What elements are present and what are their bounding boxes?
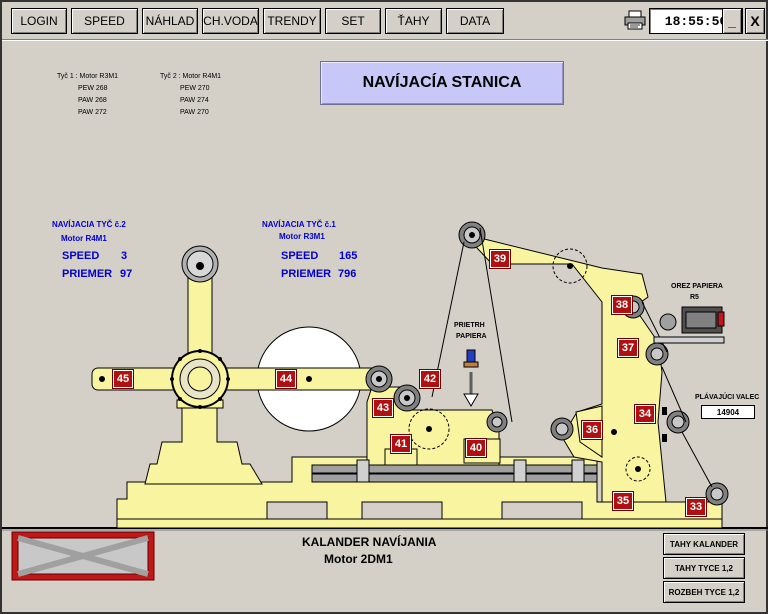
marker-41[interactable]: 41 <box>390 434 412 454</box>
marker-43[interactable]: 43 <box>372 398 394 418</box>
rod-startup-button[interactable]: ROZBEH TYCE 1,2 <box>663 581 745 603</box>
rod1-paw-2: PAW 272 <box>78 109 107 116</box>
floating-roll-label: PLÁVAJÚCI VALEC <box>695 394 760 401</box>
calender-title: KALANDER NAVÍJANIA <box>302 535 437 549</box>
rod2-title: NAVÍJACIA TYČ č.2 <box>52 220 126 229</box>
rod2-pew: PEW 270 <box>180 85 210 92</box>
rod2-paw-1: PAW 274 <box>180 97 209 104</box>
calender-motor: Motor 2DM1 <box>324 552 393 566</box>
data-button[interactable]: DATA <box>446 8 504 34</box>
trim-sublabel: R5 <box>690 294 699 301</box>
rod1-motor-header: Tyč 1 : Motor R3M1 <box>57 73 119 80</box>
minimize-button[interactable]: _ <box>722 8 742 34</box>
rod2-diameter-value: 97 <box>120 268 133 280</box>
cooling-water-button[interactable]: CH.VODA <box>202 8 259 34</box>
rod1-motor: Motor R3M1 <box>279 232 325 241</box>
close-button[interactable]: X <box>745 8 765 34</box>
rod1-title: NAVÍJACIA TYČ č.1 <box>262 220 336 229</box>
speed-button[interactable]: SPEED <box>71 8 138 34</box>
paper-break-label-2: PAPIERA <box>456 333 487 340</box>
login-button[interactable]: LOGIN <box>11 8 67 34</box>
toolbar-divider <box>2 39 768 41</box>
trends-button[interactable]: TRENDY <box>263 8 321 34</box>
marker-33[interactable]: 33 <box>685 497 707 517</box>
calender-tensions-button[interactable]: TAHY KALANDER <box>663 533 745 555</box>
rod2-diameter-label: PRIEMER <box>62 268 113 280</box>
rod2-speed-value: 3 <box>121 250 128 262</box>
marker-36[interactable]: 36 <box>581 420 603 440</box>
rod1-speed-label: SPEED <box>281 250 319 262</box>
rod1-speed-value: 165 <box>339 250 358 262</box>
marker-35[interactable]: 35 <box>612 491 634 511</box>
marker-44[interactable]: 44 <box>275 369 297 389</box>
rod2-motor: Motor R4M1 <box>61 234 107 243</box>
paper-break-label-1: PRIETRH <box>454 322 485 329</box>
rod1-diameter-value: 796 <box>338 268 357 280</box>
rod1-diameter-label: PRIEMER <box>281 268 332 280</box>
marker-42[interactable]: 42 <box>419 369 441 389</box>
rod-tensions-button[interactable]: TAHY TYCE 1,2 <box>663 557 745 579</box>
winding-station-diagram <box>2 221 768 581</box>
marker-37[interactable]: 37 <box>617 338 639 358</box>
printer-icon[interactable] <box>624 10 646 30</box>
rod2-motor-header: Tyč 2 : Motor R4M1 <box>160 73 222 80</box>
marker-38[interactable]: 38 <box>611 295 633 315</box>
floating-roll-value: 14904 <box>701 405 755 419</box>
trim-label: OREZ PAPIERA <box>671 283 723 290</box>
tensions-button[interactable]: ŤAHY <box>385 8 442 34</box>
preview-button[interactable]: NÁHLAD <box>142 8 198 34</box>
rod1-pew: PEW 268 <box>78 85 108 92</box>
set-button[interactable]: SET <box>325 8 381 34</box>
rod2-speed-label: SPEED <box>62 250 100 262</box>
rod2-paw-2: PAW 270 <box>180 109 209 116</box>
marker-45[interactable]: 45 <box>112 369 134 389</box>
rod1-paw-1: PAW 268 <box>78 97 107 104</box>
marker-40[interactable]: 40 <box>465 438 487 458</box>
page-title: NAVÍJACÍA STANICA <box>320 61 564 105</box>
marker-39[interactable]: 39 <box>489 249 511 269</box>
marker-34[interactable]: 34 <box>634 404 656 424</box>
